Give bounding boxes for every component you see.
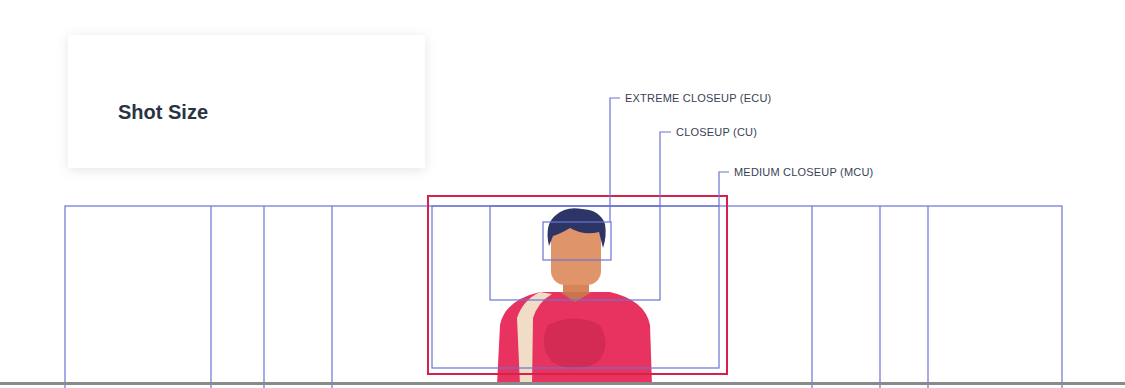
title-card	[68, 35, 425, 168]
ecu-frame	[543, 222, 611, 260]
cu-frame	[490, 206, 660, 300]
shot-label: MEDIUM CLOSEUP (MCU)	[734, 166, 873, 179]
leader-lines	[610, 98, 729, 222]
shot-label: EXTREME CLOSEUP (ECU)	[625, 92, 771, 105]
ground-line	[0, 382, 1125, 385]
frame-guides	[65, 206, 1062, 388]
page-title: Shot Size	[118, 101, 208, 124]
person-figure	[497, 208, 652, 385]
mcu-frame	[432, 206, 719, 368]
selected-frame	[428, 196, 727, 374]
shot-label: CLOSEUP (CU)	[676, 126, 757, 139]
